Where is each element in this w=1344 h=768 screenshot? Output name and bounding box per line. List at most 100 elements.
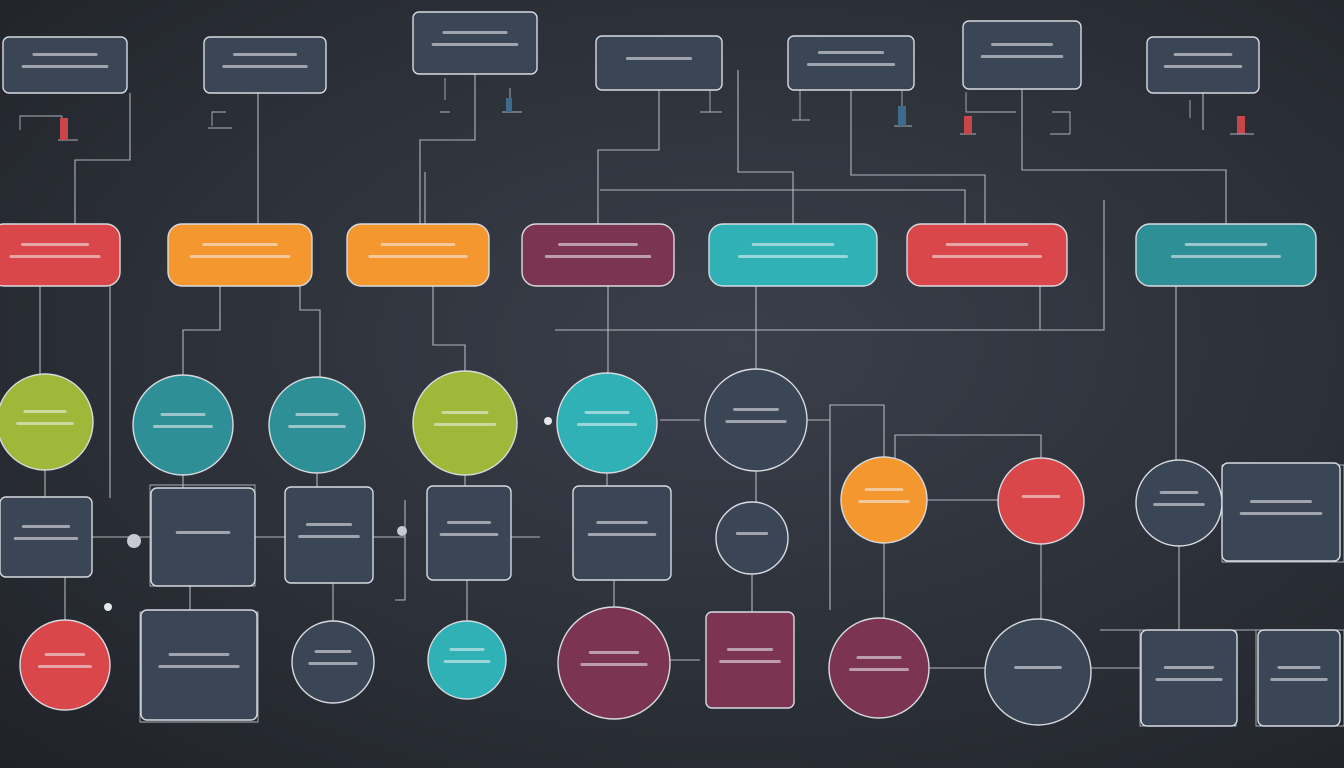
label-placeholder-bar [584, 411, 630, 414]
label-placeholder-bar [625, 57, 693, 60]
diagram-node[interactable] [291, 620, 375, 704]
connector-line [600, 189, 966, 224]
label-placeholder-bar [21, 525, 71, 528]
diagram-node[interactable] [412, 370, 518, 476]
node-circle[interactable] [984, 618, 1092, 726]
node-circle[interactable] [997, 457, 1085, 545]
diagram-node[interactable] [556, 372, 658, 474]
node-circle[interactable] [715, 501, 789, 575]
diagram-node[interactable] [840, 456, 928, 544]
stand-mark [1237, 116, 1245, 134]
connector-line [894, 434, 1042, 458]
label-placeholder-bar [20, 243, 90, 246]
diagram-node[interactable] [595, 35, 723, 91]
label-placeholder-bar [222, 65, 308, 68]
connector-line [829, 404, 885, 610]
label-placeholder-bar [580, 663, 648, 666]
label-placeholder-bar [1270, 678, 1328, 681]
label-placeholder-bar [856, 656, 902, 659]
label-placeholder-bar [449, 648, 485, 651]
label-placeholder-bar [980, 55, 1064, 58]
connector-dot [104, 603, 112, 611]
connector-line [1039, 200, 1105, 331]
diagram-node[interactable] [906, 223, 1068, 287]
label-placeholder-bar [314, 650, 352, 653]
label-placeholder-bar [431, 43, 519, 46]
node-box[interactable] [150, 487, 256, 587]
stand-mark [60, 118, 68, 140]
label-placeholder-bar [735, 532, 769, 535]
diagram-node[interactable] [787, 35, 915, 91]
diagram-node[interactable] [0, 223, 121, 287]
diagram-node[interactable] [2, 36, 128, 94]
diagram-node[interactable] [572, 485, 672, 581]
stand-mark [898, 106, 906, 126]
diagram-node[interactable] [1146, 36, 1260, 94]
diagram-node[interactable] [1135, 223, 1317, 287]
stand-mark [964, 116, 972, 134]
label-placeholder-bar [1184, 243, 1268, 246]
diagram-node[interactable] [203, 36, 327, 94]
label-placeholder-bar [439, 533, 499, 536]
diagram-node[interactable] [412, 11, 538, 75]
connector-dot [397, 526, 407, 536]
diagram-node[interactable] [427, 620, 507, 700]
label-placeholder-bar [1163, 65, 1243, 68]
label-placeholder-bar [1173, 53, 1233, 56]
diagram-node[interactable] [19, 619, 111, 711]
diagram-node[interactable] [708, 223, 878, 287]
diagram-node[interactable] [268, 376, 366, 474]
diagram-node[interactable] [704, 368, 808, 472]
label-placeholder-bar [368, 255, 468, 258]
label-placeholder-bar [725, 420, 787, 423]
diagram-node[interactable] [150, 487, 256, 587]
connector-line [597, 90, 660, 224]
diagram-node[interactable] [705, 611, 795, 709]
label-placeholder-bar [441, 411, 489, 414]
connector-bracket [700, 90, 722, 113]
diagram-node[interactable] [521, 223, 675, 287]
label-placeholder-bar [189, 255, 291, 258]
label-placeholder-bar [442, 31, 508, 34]
diagram-node[interactable] [557, 606, 671, 720]
diagram-node[interactable] [0, 373, 94, 471]
diagram-node[interactable] [132, 374, 234, 476]
label-placeholder-bar [168, 653, 230, 656]
label-placeholder-bar [305, 523, 353, 526]
label-placeholder-bar [932, 255, 1042, 258]
connector-bracket [19, 115, 78, 141]
label-placeholder-bar [751, 243, 835, 246]
connector-dot [127, 534, 141, 548]
label-placeholder-bar [298, 535, 360, 538]
diagram-node[interactable] [1221, 462, 1341, 562]
diagram-node[interactable] [828, 617, 930, 719]
connector-line [850, 90, 986, 224]
diagram-node[interactable] [984, 618, 1092, 726]
label-placeholder-bar [738, 255, 848, 258]
diagram-node[interactable] [426, 485, 512, 581]
connector-line [737, 70, 794, 224]
diagram-node[interactable] [962, 20, 1082, 90]
label-placeholder-bar [726, 648, 774, 651]
diagram-node[interactable] [140, 609, 258, 721]
node-box[interactable] [595, 35, 723, 91]
label-placeholder-bar [577, 423, 637, 426]
connector-dot [544, 417, 552, 425]
diagram-node[interactable] [1135, 459, 1223, 547]
label-placeholder-bar [1277, 666, 1321, 669]
diagram-node[interactable] [284, 486, 374, 584]
diagram-node[interactable] [1257, 629, 1341, 727]
label-placeholder-bar [158, 665, 240, 668]
diagram-node[interactable] [167, 223, 313, 287]
stand-mark [506, 98, 512, 112]
diagram-node[interactable] [1140, 629, 1238, 727]
diagram-node[interactable] [997, 457, 1085, 545]
diagram-node[interactable] [715, 501, 789, 575]
diagram-node[interactable] [346, 223, 490, 287]
label-placeholder-bar [13, 537, 79, 540]
diagram-node[interactable] [0, 496, 93, 578]
label-placeholder-bar [596, 521, 648, 524]
label-placeholder-bar [1250, 500, 1312, 503]
connector-line [419, 74, 476, 224]
